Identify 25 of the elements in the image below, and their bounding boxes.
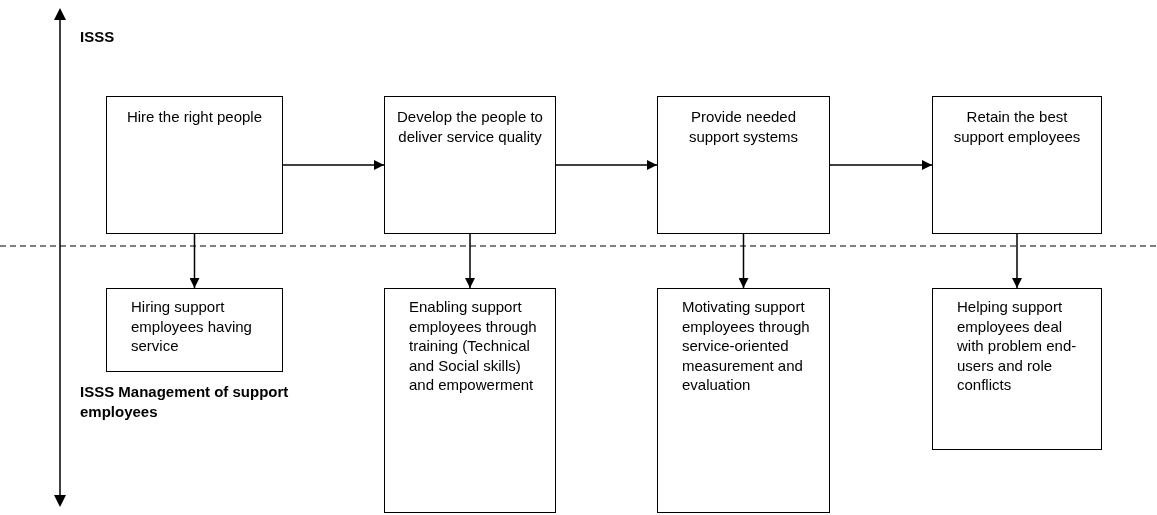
box-text: Motivating support employees through service-oriented measurement and evaluation [682, 297, 811, 395]
arrow [738, 233, 749, 289]
arrow [465, 233, 475, 289]
box-text: Retain the best support employees [952, 107, 1082, 147]
process-box [384, 96, 556, 234]
box-text: Hire the right people [126, 107, 263, 127]
process-box [657, 96, 830, 234]
box-text: Helping support employees deal with problem end-users and role conflicts [957, 297, 1078, 395]
process-box [106, 288, 283, 372]
box-text: Enabling support employees through training (Technical and Social skills) and empowerment [409, 297, 538, 395]
process-box [384, 288, 556, 513]
axis-label: ISSS Management of support employees [80, 382, 290, 421]
process-box [932, 288, 1102, 450]
axis-label: ISSS [80, 27, 116, 47]
process-box [932, 96, 1102, 234]
arrow [282, 160, 385, 170]
process-box [657, 288, 830, 513]
box-text: Develop the people to deliver service quality [396, 107, 544, 147]
arrow [189, 233, 200, 289]
box-text: Provide needed support systems [687, 107, 800, 147]
arrow [555, 160, 658, 170]
arrow [829, 160, 933, 170]
box-text: Hiring support employees having service [131, 297, 253, 356]
arrow [1012, 233, 1022, 289]
process-box [106, 96, 283, 234]
